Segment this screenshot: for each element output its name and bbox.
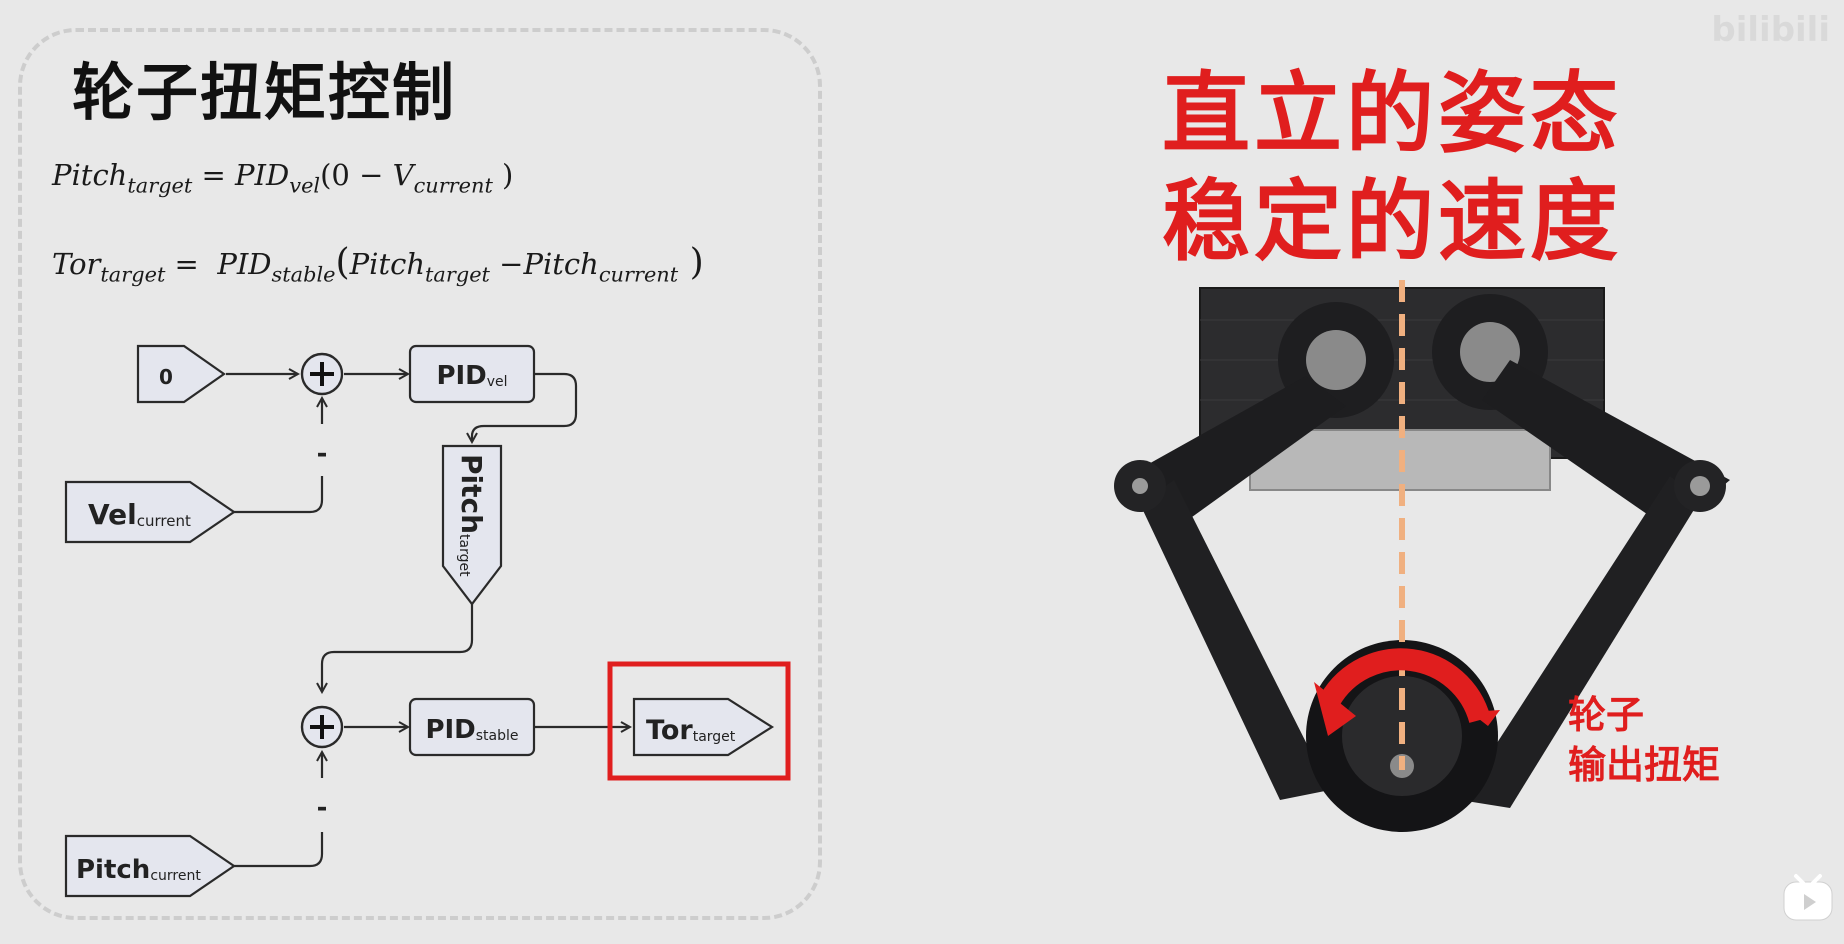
wheel-torque-label: 轮子 输出扭矩 — [1568, 690, 1720, 790]
page-title: 轮子扭矩控制 — [72, 56, 457, 129]
sum-junction-2 — [300, 705, 344, 749]
svg-text:Tortarget: Tortarget — [646, 715, 736, 746]
robot-leg-image — [1114, 280, 1730, 832]
headline-line-1: 直立的姿态 — [1162, 62, 1623, 165]
svg-text:Pitchcurrent: Pitchcurrent — [76, 855, 201, 885]
line-pid-vel-to-pitch — [472, 372, 578, 442]
line-vel-current-to-sum — [234, 476, 324, 514]
tor-target-highlight — [607, 661, 791, 781]
svg-text:Pitchtarget: Pitchtarget — [455, 454, 488, 577]
minus-sign-2: - — [317, 793, 328, 823]
svg-text:PIDvel: PIDvel — [436, 361, 507, 391]
pid-stable-block: PIDstable — [408, 697, 536, 757]
formula-tor-target: Tortarget = PIDstable(Pitchtarget −Pitch… — [52, 240, 704, 287]
pid-vel-block: PIDvel — [408, 344, 536, 404]
line-pitch-target-to-sum2 — [322, 604, 474, 692]
sum-junction-1 — [300, 352, 344, 396]
vel-current-block: Velcurrent — [64, 480, 236, 544]
wheel-label-line-1: 轮子 — [1568, 693, 1645, 737]
diagram-panel — [18, 28, 822, 920]
headline-line-2: 稳定的速度 — [1162, 170, 1623, 273]
wheel-label-line-2: 输出扭矩 — [1568, 743, 1721, 787]
tv-icon[interactable] — [1780, 872, 1836, 924]
formula-pitch-target: Pitchtarget = PIDvel(0 − Vcurrent ) — [52, 158, 514, 198]
tor-target-block: Tortarget — [632, 697, 775, 757]
pitch-current-block: Pitchcurrent — [64, 834, 236, 898]
input-zero-label: 0 — [159, 365, 173, 389]
control-block-diagram: 0 - PIDvel Velcurrent Pitchtarget - PIDs… — [64, 344, 791, 898]
svg-text:Velcurrent: Velcurrent — [88, 498, 191, 531]
minus-sign-1: - — [317, 439, 328, 469]
pitch-target-block: Pitchtarget — [441, 444, 503, 606]
watermark: bilibili — [1711, 10, 1830, 50]
headline: 直立的姿态 稳定的速度 — [1162, 60, 1672, 276]
line-pitch-current-to-sum — [234, 832, 324, 868]
input-zero-block: 0 — [136, 344, 226, 404]
svg-text:PIDstable: PIDstable — [425, 715, 518, 745]
